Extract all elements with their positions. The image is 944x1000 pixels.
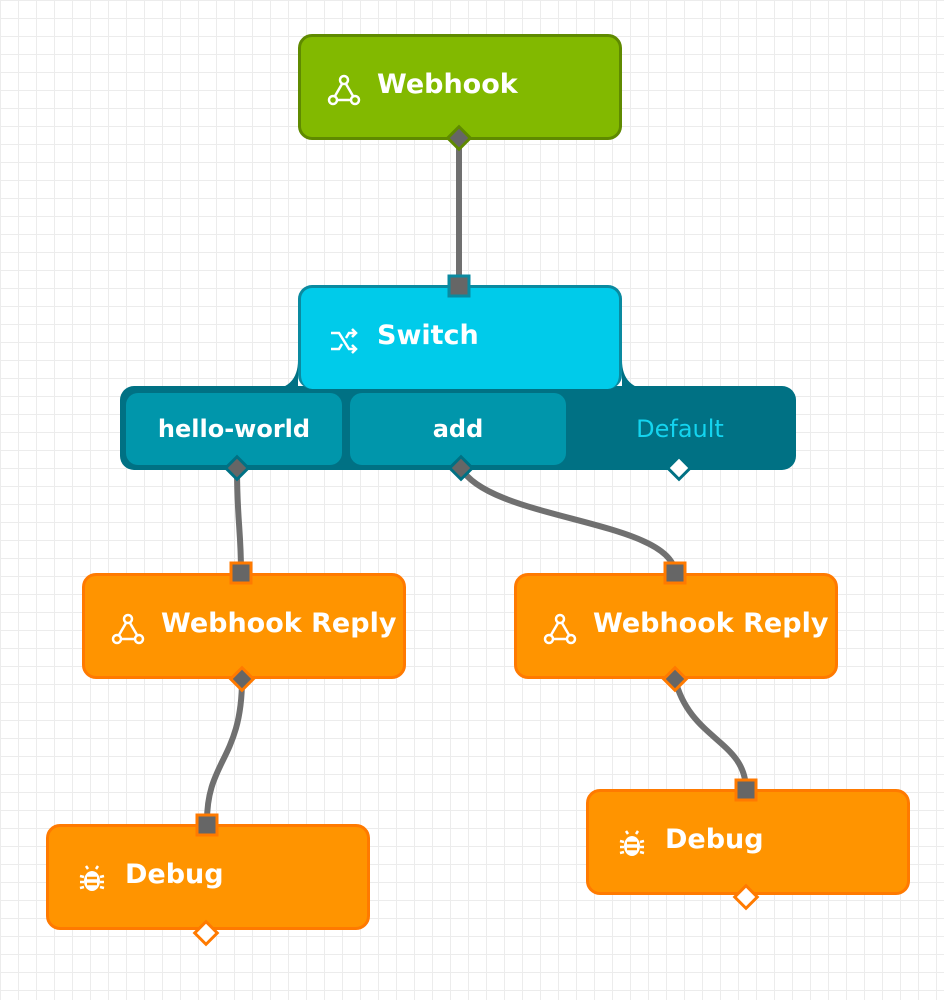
node-label: Webhook Reply — [593, 608, 829, 639]
switch-case-default[interactable]: Default — [636, 415, 724, 443]
webhook-icon — [543, 613, 577, 645]
webhook-reply-node[interactable]: Webhook Reply — [514, 573, 838, 679]
node-label: Switch — [377, 320, 479, 351]
node-label: Debug — [665, 824, 764, 855]
switch-case-hello-world[interactable]: hello-world — [126, 393, 342, 465]
bug-icon — [619, 830, 645, 856]
switch-case-add[interactable]: add — [350, 393, 566, 465]
connection-wire — [672, 676, 749, 792]
webhook-icon — [111, 613, 145, 645]
webhook-icon — [327, 74, 361, 106]
node-label: Debug — [125, 859, 224, 890]
switch-node[interactable]: Switch — [298, 285, 622, 389]
switch-shoulder — [270, 360, 650, 390]
node-label: Webhook Reply — [161, 608, 397, 639]
shuffle-icon — [331, 328, 358, 354]
debug-node[interactable]: Debug — [586, 789, 910, 895]
webhook-reply-node[interactable]: Webhook Reply — [82, 573, 406, 679]
connection-wire — [458, 465, 678, 575]
node-label: Webhook — [377, 69, 518, 100]
webhook-node[interactable]: Webhook — [298, 34, 622, 140]
bug-icon — [79, 865, 105, 891]
debug-node[interactable]: Debug — [46, 824, 370, 930]
connection-wire — [234, 465, 244, 575]
connection-wire — [203, 676, 245, 827]
